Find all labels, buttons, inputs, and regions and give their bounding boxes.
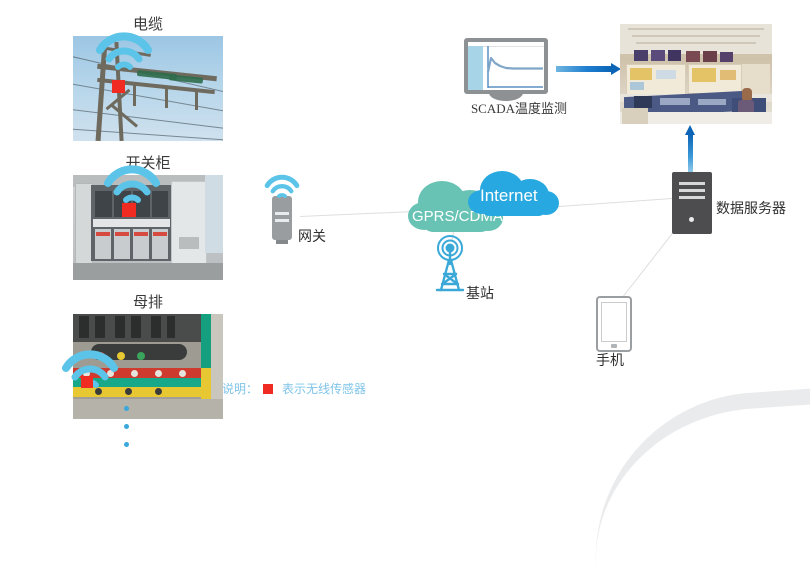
cloud-icon [468, 171, 559, 216]
photo-cable-image [73, 36, 223, 141]
photo-caption-cable: 电缆 [132, 17, 163, 33]
photo-block-busbar: 母排 [48, 292, 248, 419]
dot [123, 424, 129, 429]
photo-caption-busbar: 母排 [132, 295, 163, 311]
photo-switchgear-image [73, 175, 223, 280]
red-square-icon [263, 383, 274, 394]
cloud-gprs-node [408, 176, 508, 243]
link-internet-to-server [543, 196, 692, 208]
arrow-scada-to-control-room [556, 63, 621, 75]
monitor-stand [489, 93, 523, 101]
chart-plot [486, 46, 543, 88]
server-slot [679, 189, 705, 192]
equipment-photo-column: 电缆 [48, 14, 248, 431]
scada-chart [468, 42, 544, 90]
scada-label: SCADA温度监测 [470, 101, 568, 116]
scada-monitor [464, 38, 548, 101]
photo-busbar-image [73, 314, 223, 419]
legend: 说明： 表示无线传感器 [222, 380, 366, 397]
cell-tower-icon [435, 235, 465, 292]
chart-side-panel [468, 46, 483, 90]
cloud-internet-node [468, 168, 560, 229]
base-station-label: 基站 [466, 287, 494, 302]
mobile-phone-icon [596, 296, 632, 352]
phone-screen [601, 302, 627, 342]
arrow-server-to-control-room [685, 125, 695, 172]
dot [123, 406, 129, 411]
server-slot [679, 182, 705, 185]
gateway-foot [276, 240, 288, 244]
gateway-label: 网关 [298, 230, 326, 245]
data-server-node [672, 172, 712, 234]
gateway-node [272, 196, 292, 244]
legend-prefix: 说明： [222, 382, 259, 396]
mobile-phone-label: 手机 [596, 354, 624, 369]
server-led [689, 217, 694, 222]
cloud-internet-label: Internet [480, 186, 538, 205]
photo-block-switchgear: 开关柜 [48, 153, 248, 280]
phone-home-button [611, 344, 617, 348]
sensor-marker [122, 203, 136, 217]
server-slot [679, 196, 705, 199]
corner-decoration-arc [584, 386, 810, 570]
data-server-label: 数据服务器 [716, 202, 786, 217]
server-tower-icon [672, 172, 712, 234]
photo-block-cable: 电缆 [48, 14, 248, 141]
sensor-marker [81, 376, 93, 388]
gateway-device-icon [272, 196, 292, 244]
legend-text: 表示无线传感器 [282, 382, 367, 396]
chart-toolbar [468, 42, 544, 47]
continuation-dots [118, 406, 134, 460]
cloud-icon [408, 181, 503, 232]
base-station-node [428, 234, 472, 292]
monitor-icon [464, 38, 548, 101]
diagram-canvas: 电缆 [48, 14, 810, 570]
link-gateway-to-gprs [299, 210, 424, 217]
photo-caption-switchgear: 开关柜 [125, 156, 171, 172]
dot [123, 442, 129, 447]
control-room-photo [620, 24, 772, 124]
mobile-phone-node [596, 296, 632, 352]
sensor-marker [112, 80, 125, 93]
